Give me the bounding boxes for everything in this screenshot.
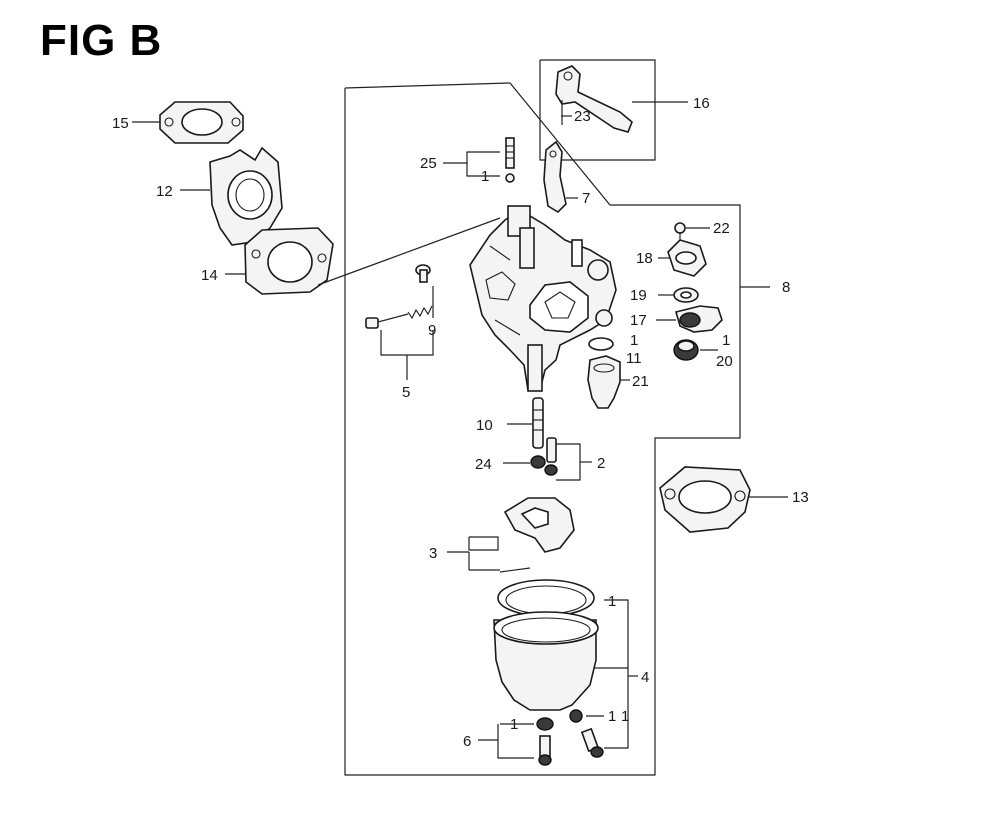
bowl-gasket-ring — [497, 579, 595, 617]
nut-part-20 — [673, 339, 699, 361]
callout-11: 11 — [626, 350, 642, 367]
figure-title: FIG B — [40, 16, 163, 65]
callout-6: 6 — [463, 733, 471, 750]
callout-1e: 1 — [510, 716, 518, 733]
callout-2: 2 — [597, 455, 605, 472]
gasket-part-14 — [244, 227, 334, 295]
jet-part-24 — [530, 455, 546, 469]
callout-1c: 1 — [722, 332, 730, 349]
choke-lever-box — [539, 59, 656, 161]
callout-15: 15 — [112, 115, 129, 132]
callout-1a: 1 — [481, 168, 489, 185]
callout-16: 16 — [693, 95, 710, 112]
callout-1g: 1 — [621, 708, 629, 725]
assembly-boundary — [344, 82, 741, 776]
screw-part-25 — [505, 137, 515, 183]
callout-18: 18 — [636, 250, 653, 267]
callout-10: 10 — [476, 417, 493, 434]
float-part-3 — [499, 497, 575, 573]
callout-5: 5 — [402, 384, 410, 401]
callout-labels: 15 12 14 25 1 16 23 7 22 18 8 19 17 1 1 … — [112, 95, 809, 750]
callout-7: 7 — [582, 190, 590, 207]
link-part-7 — [543, 140, 567, 214]
main-jet-part-2 — [544, 437, 558, 476]
plate-part-18 — [667, 239, 707, 277]
bowl-bolt — [580, 727, 604, 758]
callout-3: 3 — [429, 545, 437, 562]
callout-8: 8 — [782, 279, 790, 296]
washer-part-19 — [673, 287, 699, 303]
gasket-part-15 — [159, 101, 244, 144]
jet-part-10 — [532, 397, 544, 449]
callout-13: 13 — [792, 489, 809, 506]
callout-1f: 1 — [608, 708, 616, 725]
screw-part-22 — [674, 222, 686, 242]
callout-20: 20 — [716, 353, 733, 370]
float-bowl-part-4 — [493, 611, 599, 711]
callout-17: 17 — [630, 312, 647, 329]
callout-21: 21 — [632, 373, 649, 390]
callout-9: 9 — [428, 322, 436, 339]
o-ring-part-11 — [588, 337, 614, 351]
gasket-part-13 — [659, 466, 751, 533]
callout-23: 23 — [574, 108, 591, 125]
washer-part-1-right — [569, 709, 583, 723]
callout-14: 14 — [201, 267, 218, 284]
choke-lever-part — [555, 65, 633, 133]
callout-1d: 1 — [608, 593, 616, 610]
callout-24: 24 — [475, 456, 492, 473]
drain-screw-part-6 — [538, 735, 552, 766]
carburetor-body — [469, 205, 617, 392]
solenoid-part-17 — [675, 305, 723, 333]
washer-part-1-left — [536, 717, 554, 731]
callout-12: 12 — [156, 183, 173, 200]
callout-1b: 1 — [630, 332, 638, 349]
callout-4: 4 — [641, 669, 649, 686]
float-valve-part-21 — [587, 355, 621, 409]
insulator-part-12 — [209, 146, 283, 246]
pilot-screw-part-5 — [365, 305, 433, 329]
callout-22: 22 — [713, 220, 730, 237]
callout-25: 25 — [420, 155, 437, 172]
callout-19: 19 — [630, 287, 647, 304]
screw-part-9 — [415, 264, 431, 283]
